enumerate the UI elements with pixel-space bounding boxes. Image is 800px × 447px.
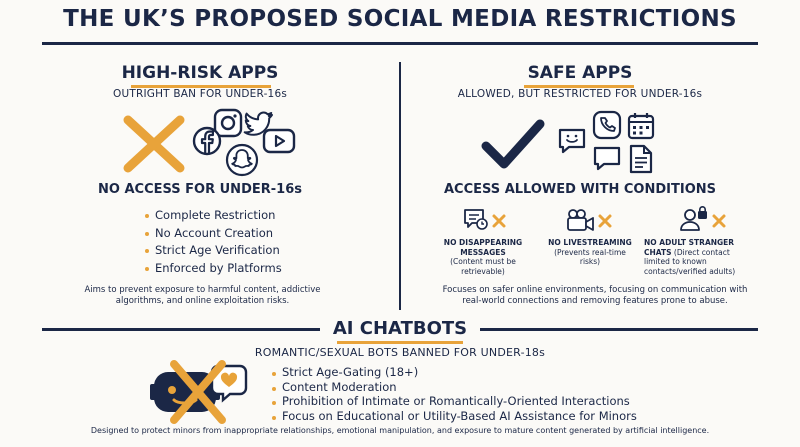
- condition-disappearing-messages: NO DISAPPEARING MESSAGES (Content must b…: [428, 238, 538, 276]
- condition-title: NO DISAPPEARING: [443, 238, 523, 247]
- condition-desc: (Direct contact: [673, 247, 730, 257]
- ai-divider-right: [480, 328, 758, 331]
- safe-apps-heading: ACCESS ALLOWED WITH CONDITIONS: [444, 182, 716, 197]
- ai-bullets: Strict Age-Gating (18+) Content Moderati…: [270, 365, 637, 423]
- safe-apps-note: Focuses on safer online environments, fo…: [410, 285, 780, 307]
- smiley-chat-icon: [558, 128, 586, 154]
- note-line: Aims to prevent exposure to harmful cont…: [84, 285, 321, 295]
- condition-desc: contacts/verified adults): [644, 266, 736, 276]
- high-risk-underline: [131, 85, 271, 88]
- facebook-icon: [192, 126, 222, 156]
- page-title: THE UK’S PROPOSED SOCIAL MEDIA RESTRICTI…: [63, 6, 737, 32]
- snapchat-icon: [225, 143, 259, 177]
- note-line: algorithms, and online exploitation risk…: [115, 296, 290, 306]
- safe-apps-subtitle: ALLOWED, BUT RESTRICTED FOR UNDER-16s: [457, 88, 703, 100]
- list-item: Strict Age-Gating (18+): [270, 365, 637, 380]
- list-item: Focus on Educational or Utility-Based AI…: [270, 409, 637, 424]
- list-item: Strict Age Verification: [143, 242, 282, 260]
- list-item: Prohibition of Intimate or Romantically-…: [270, 394, 637, 409]
- condition-desc: limited to known: [644, 257, 707, 266]
- ai-chatbots-note: Designed to protect minors from inapprop…: [90, 426, 710, 435]
- message-timer-icon: [464, 209, 488, 230]
- high-risk-title: HIGH-RISK APPS: [121, 63, 279, 83]
- locked-user-icon: [680, 206, 707, 231]
- column-divider: [399, 62, 401, 310]
- cross-small-icon: [598, 214, 612, 228]
- high-risk-subtitle: OUTRIGHT BAN FOR UNDER-16s: [112, 88, 287, 100]
- condition-title: CHATS: [644, 247, 672, 257]
- list-item: Content Moderation: [270, 380, 637, 395]
- robot-chatbot-icon: [150, 360, 248, 424]
- note-line: real-world connections and removing feat…: [462, 296, 728, 306]
- safe-apps-title: SAFE APPS: [527, 63, 633, 83]
- condition-desc: retrievable): [461, 266, 505, 276]
- document-icon: [629, 144, 653, 174]
- cross-mark-icon: [123, 115, 185, 173]
- condition-title: NO LIVESTREAMING: [548, 238, 632, 247]
- list-item: Complete Restriction: [143, 207, 282, 225]
- calendar-icon: [627, 113, 655, 140]
- cross-small-icon: [492, 214, 506, 228]
- condition-livestreaming: NO LIVESTREAMING (Prevents real-time ris…: [540, 238, 640, 267]
- ai-chatbots-subtitle: ROMANTIC/SEXUAL BOTS BANNED FOR UNDER-18…: [254, 346, 546, 359]
- high-risk-heading: NO ACCESS FOR UNDER-16s: [98, 182, 302, 197]
- twitter-icon: [243, 111, 273, 136]
- list-item: No Account Creation: [143, 225, 282, 243]
- note-line: Focuses on safer online environments, fo…: [442, 285, 748, 295]
- cross-small-icon: [712, 214, 726, 228]
- condition-desc: (Prevents real-time: [554, 247, 626, 257]
- title-divider: [42, 42, 758, 45]
- condition-title: NO ADULT STRANGER: [644, 238, 735, 247]
- ai-divider-left: [42, 328, 320, 331]
- condition-title: MESSAGES: [460, 247, 506, 257]
- high-risk-bullets: Complete Restriction No Account Creation…: [143, 207, 282, 277]
- ai-chatbots-underline: [337, 341, 463, 344]
- list-item: Enforced by Platforms: [143, 260, 282, 278]
- ai-chatbots-title: AI CHATBOTS: [332, 318, 468, 339]
- safe-apps-underline: [524, 85, 634, 88]
- phone-icon: [592, 110, 622, 140]
- video-camera-icon: [567, 209, 594, 231]
- youtube-icon: [262, 128, 296, 154]
- chat-bubble-icon: [593, 146, 621, 171]
- check-mark-icon: [481, 119, 545, 169]
- high-risk-note: Aims to prevent exposure to harmful cont…: [60, 285, 345, 307]
- condition-desc: risks): [579, 257, 601, 266]
- condition-desc: (Content must be: [450, 257, 516, 266]
- condition-adult-stranger-chats: NO ADULT STRANGER CHATS (Direct contact …: [644, 238, 772, 276]
- instagram-icon: [213, 108, 243, 138]
